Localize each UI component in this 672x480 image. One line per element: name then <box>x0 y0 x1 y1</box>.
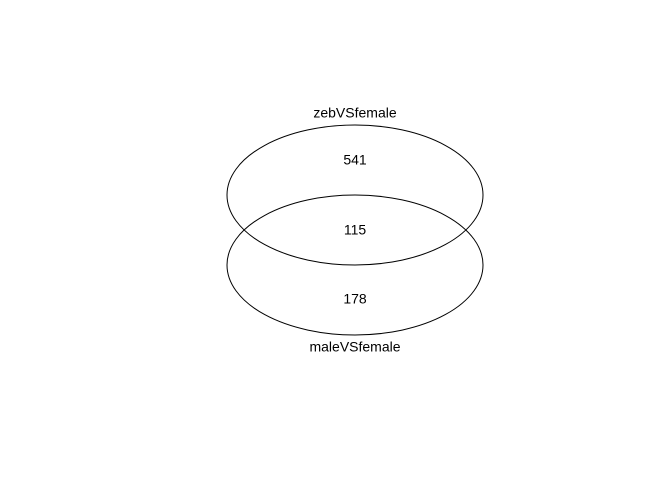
set-a-only-count: 541 <box>343 152 367 168</box>
set-b-only-count: 178 <box>343 291 367 307</box>
set-b-ellipse <box>226 194 484 336</box>
set-a-label: zebVSfemale <box>313 105 396 121</box>
intersection-count: 115 <box>344 222 367 238</box>
set-b-label: maleVSfemale <box>309 339 400 355</box>
set-a-ellipse <box>226 124 484 266</box>
